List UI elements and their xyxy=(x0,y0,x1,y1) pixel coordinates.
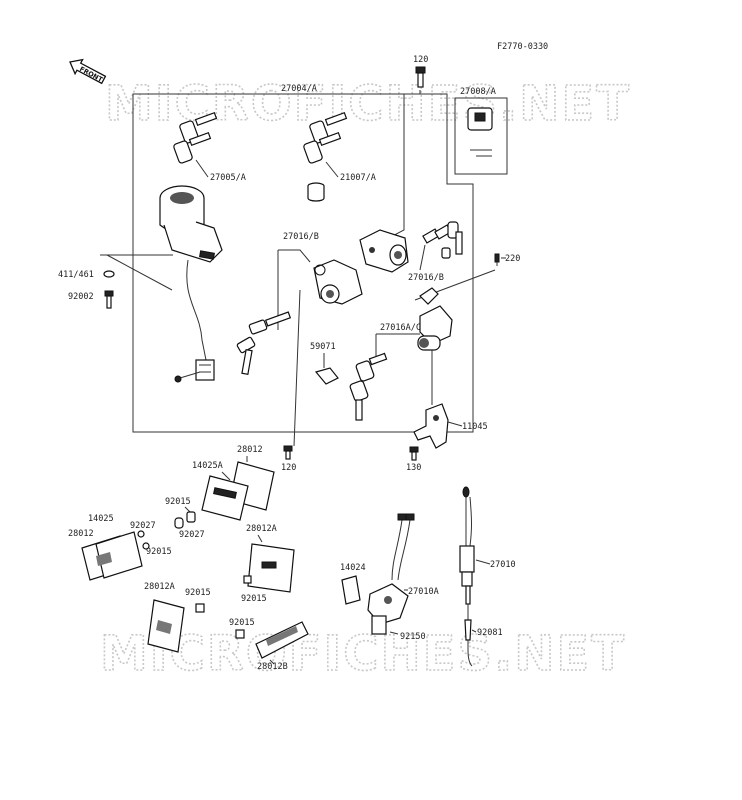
bolt-120-mid xyxy=(283,445,293,460)
figure-code: F2770-0330 xyxy=(497,42,548,52)
bracket-14024 xyxy=(341,575,361,605)
screw-220 xyxy=(494,253,500,266)
label-14025A: 14025A xyxy=(192,461,223,471)
bolt-130 xyxy=(409,446,419,461)
label-120-mid: 120 xyxy=(281,463,296,473)
bracket-11045 xyxy=(413,403,449,449)
label-27016B-left: 27016/B xyxy=(283,232,319,242)
ignition-key-center xyxy=(303,111,348,202)
label-59071: 59071 xyxy=(310,342,336,352)
reflector-28012B xyxy=(255,621,309,659)
label-92015-a: 92015 xyxy=(165,497,191,507)
nut-92015-e xyxy=(235,629,245,639)
label-220: 220 xyxy=(505,254,520,264)
label-92015-e: 92015 xyxy=(229,618,255,628)
bolt-120-top xyxy=(415,66,426,88)
ignition-key-left xyxy=(173,111,218,164)
label-21007A: 21007/A xyxy=(340,173,376,183)
label-92015-b: 92015 xyxy=(146,547,172,557)
label-28012-top: 28012 xyxy=(237,445,263,455)
label-28012B: 28012B xyxy=(257,662,288,672)
label-28012A-mid: 28012A xyxy=(246,524,277,534)
watermark-bottom: MICROFICHES.NET xyxy=(100,626,626,682)
bolt-92002 xyxy=(104,290,114,309)
nut-92015-c xyxy=(243,575,252,584)
reflector-28012-left xyxy=(81,530,150,581)
label-92015-d: 92015 xyxy=(185,588,211,598)
reflector-28012A-low xyxy=(147,599,185,653)
label-27016B-right: 27016/B xyxy=(408,273,444,283)
label-92002: 92002 xyxy=(68,292,94,302)
neutral-switch-27010A xyxy=(367,513,415,635)
seat-lock-keys xyxy=(236,311,292,376)
label-130: 130 xyxy=(406,463,421,473)
label-28012A-low: 28012A xyxy=(144,582,175,592)
label-27016AC: 27016A/C xyxy=(380,323,421,333)
label-27010A: 27010A xyxy=(408,587,439,597)
nut-92015-a xyxy=(174,511,196,529)
label-92027-b: 92027 xyxy=(130,521,156,531)
label-92027-a: 92027 xyxy=(179,530,205,540)
fuel-cap-keys xyxy=(349,352,388,421)
label-411-461: 411/461 xyxy=(58,270,94,280)
label-27008A: 27008/A xyxy=(460,87,496,97)
fuel-cap-lock xyxy=(417,287,453,351)
front-label: FRONT xyxy=(78,65,104,84)
label-92150: 92150 xyxy=(400,632,426,642)
stop-switch-27010 xyxy=(459,486,475,667)
label-28012-left: 28012 xyxy=(68,529,94,539)
label-27005A: 27005/A xyxy=(210,173,246,183)
assembly-frame xyxy=(132,93,474,433)
label-14024: 14024 xyxy=(340,563,366,573)
nut-92015-d xyxy=(195,603,205,613)
reflector-28012-top xyxy=(201,461,275,521)
ignition-switch xyxy=(159,185,223,383)
label-14025: 14025 xyxy=(88,514,114,524)
reflector-28012A-mid xyxy=(247,543,295,593)
front-arrow-icon: FRONT xyxy=(69,58,107,85)
seat-lock xyxy=(313,259,363,305)
clip-59071 xyxy=(314,367,339,385)
label-92015-c: 92015 xyxy=(241,594,267,604)
label-27004A: 27004/A xyxy=(281,84,317,94)
key-tag-box xyxy=(454,97,508,175)
label-11045: 11045 xyxy=(462,422,488,432)
helmet-lock xyxy=(359,221,463,273)
label-27010: 27010 xyxy=(490,560,516,570)
label-120-top: 120 xyxy=(413,55,428,65)
label-92081: 92081 xyxy=(477,628,503,638)
